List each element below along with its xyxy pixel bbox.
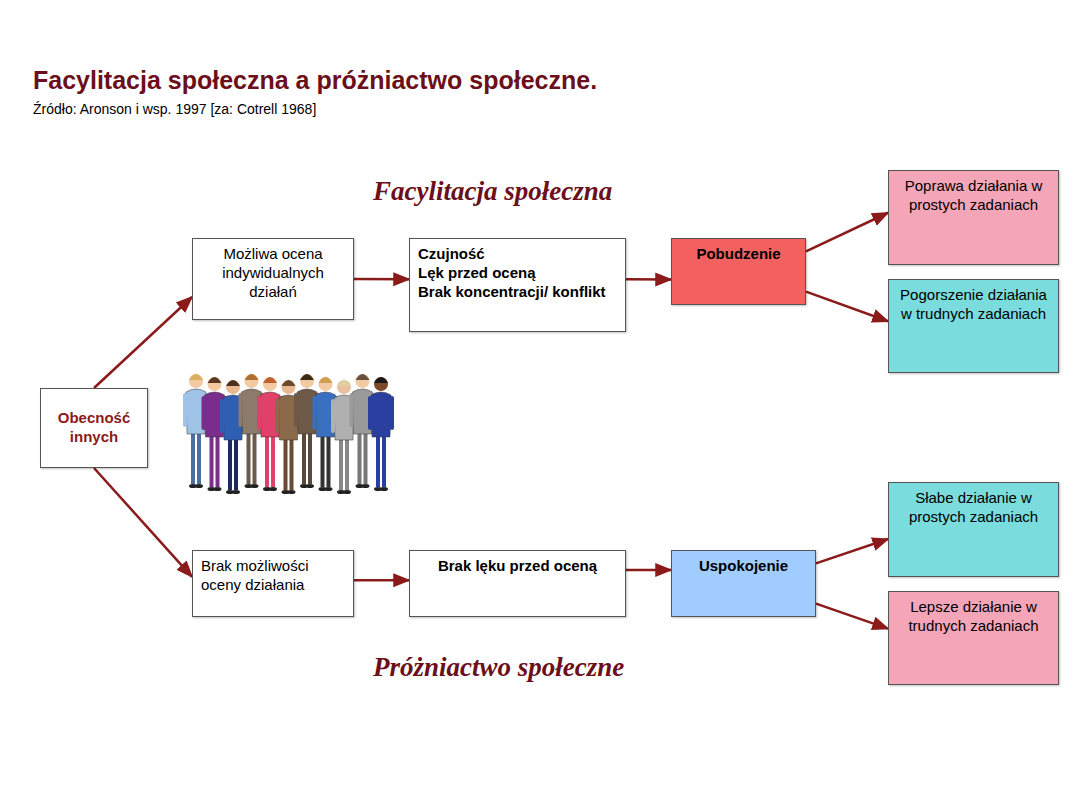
process-box: CzujnośćLęk przed ocenąBrak koncentracji… (409, 238, 626, 332)
process-box: Pobudzenie (671, 238, 806, 305)
process-box: Możliwa ocena indywidualnych działań (192, 238, 354, 320)
box-text: Lepsze działanie w trudnych zadaniach (897, 598, 1050, 636)
arrow-connector (354, 579, 409, 582)
arrow-connector (816, 604, 888, 629)
box-text: Lęk przed oceną (418, 264, 617, 283)
box-text: Możliwa ocena indywidualnych działań (201, 245, 345, 301)
box-text: Uspokojenie (680, 557, 807, 576)
source-caption: Źródło: Aronson i wsp. 1997 [za: Cotrell… (33, 101, 316, 117)
process-box: Pogorszenie działania w trudnych zadania… (888, 279, 1059, 373)
arrow-connector (806, 292, 888, 322)
box-text: Brak możliwości oceny działania (201, 557, 345, 595)
process-box: Poprawa działania w prostych zadaniach (888, 170, 1059, 265)
box-text: Pogorszenie działania w trudnych zadania… (897, 286, 1050, 324)
process-box: Lepsze działanie w trudnych zadaniach (888, 591, 1059, 685)
diagram-title: Facylitacja społeczna a próżniactwo społ… (33, 66, 597, 95)
process-box: Obecność innych (40, 388, 148, 468)
box-text: Pobudzenie (680, 245, 797, 264)
process-box: Słabe działanie w prostych zadaniach (888, 482, 1059, 577)
arrow-connector (354, 278, 409, 281)
box-text: Poprawa działania w prostych zadaniach (897, 177, 1050, 215)
box-text: Czujność (418, 245, 617, 264)
process-box: Brak lęku przed oceną (409, 550, 626, 617)
arrow-connector (626, 278, 671, 281)
process-box: Uspokojenie (671, 550, 816, 617)
box-text: Obecność innych (49, 409, 139, 447)
box-text: Brak koncentracji/ konflikt (418, 283, 617, 302)
arrow-connector (94, 468, 192, 577)
section-heading: Facylitacja społeczna (373, 176, 612, 207)
arrow-connector (94, 297, 192, 388)
section-heading: Próżniactwo społeczne (373, 652, 624, 683)
arrow-connector (806, 213, 888, 252)
box-text: Słabe działanie w prostych zadaniach (897, 489, 1050, 527)
arrow-connector (816, 539, 888, 563)
arrow-connector (626, 569, 671, 572)
process-box: Brak możliwości oceny działania (192, 550, 354, 617)
box-text: Brak lęku przed oceną (418, 557, 617, 576)
